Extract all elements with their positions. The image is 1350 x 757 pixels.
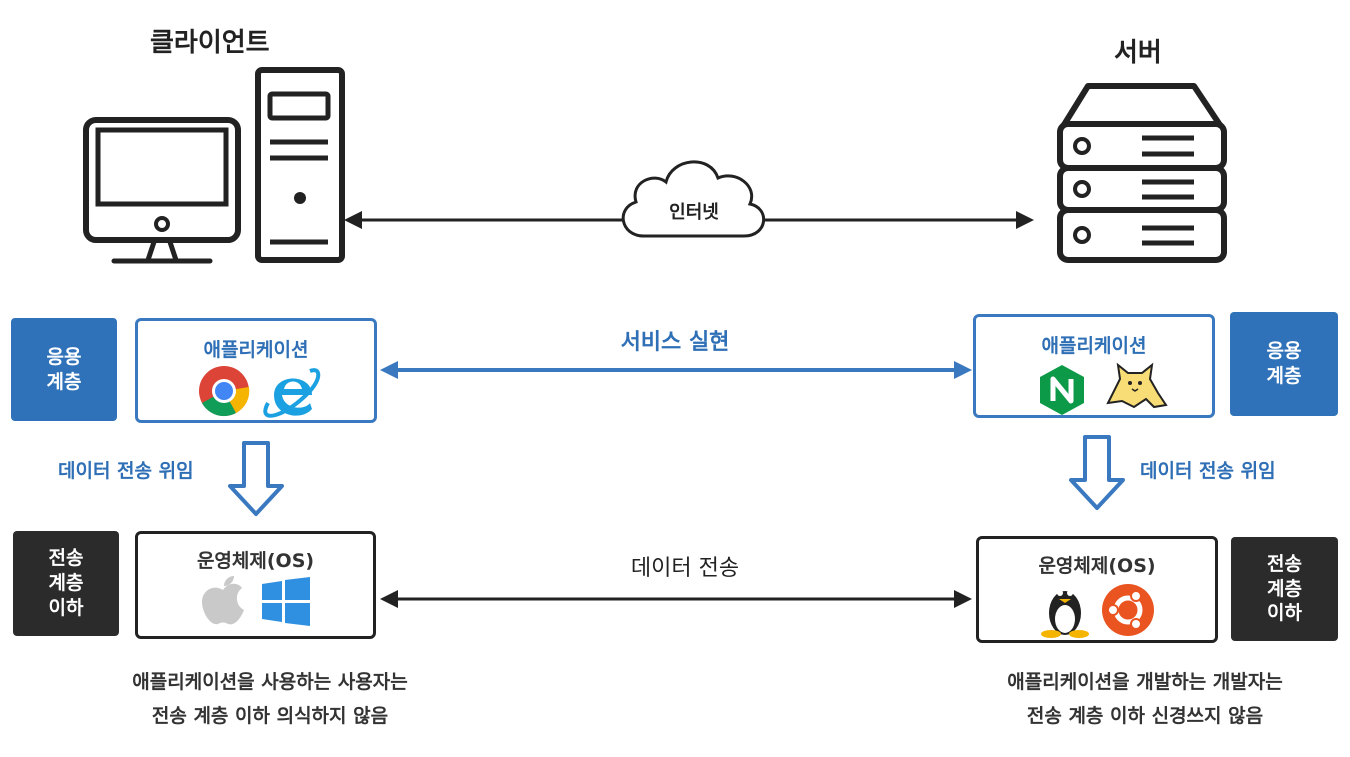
left-os-layer-tag: 전송 계층 이하 [13,531,119,636]
right-caption-line1: 애플리케이션을 개발하는 개발자는 [1007,671,1283,693]
right-app-layer-tag-text: 응용 계층 [1266,340,1302,387]
windows-icon [262,577,310,626]
left-os-box: 운영체제(OS) [135,531,376,639]
transfer-label: 데이터 전송 [630,556,740,581]
server-title: 서버 [1114,38,1162,68]
right-down-arrow [1069,435,1125,510]
right-caption-line2: 전송 계층 이하 신경쓰지 않음 [1026,705,1264,727]
left-caption-line2: 전송 계층 이하 의식하지 않음 [151,705,389,727]
left-app-box-label: 애플리케이션 [203,339,309,361]
right-os-box: 운영체제(OS) [976,536,1218,643]
right-os-layer-tag-text: 전송 계층 이하 [1267,552,1302,625]
server-rack-icon [1057,83,1227,263]
left-os-layer-tag-text: 전송 계층 이하 [48,547,84,619]
tomcat-icon [1106,362,1168,409]
right-app-box-label: 애플리케이션 [1041,335,1147,357]
left-os-box-label: 운영체제(OS) [196,550,315,572]
left-app-layer-tag: 응용 계층 [11,318,117,421]
client-title: 클라이언트 [150,28,270,58]
right-caption: 애플리케이션을 개발하는 개발자는 전송 계층 이하 신경쓰지 않음 [935,665,1350,733]
client-computer-icon [83,67,345,264]
monitor-icon [83,117,241,243]
left-down-arrow [228,441,284,516]
nginx-icon [1040,365,1084,415]
apple-icon [202,576,244,625]
left-caption-line1: 애플리케이션을 사용하는 사용자는 [132,671,408,693]
internet-label: 인터넷 [669,202,719,223]
right-os-box-label: 운영체제(OS) [1038,555,1156,577]
internet-explorer-icon [263,368,321,418]
left-caption: 애플리케이션을 사용하는 사용자는 전송 계층 이하 의식하지 않음 [60,665,480,733]
left-app-box: 애플리케이션 [135,318,377,423]
service-arrow [380,361,972,379]
linux-icon [1041,590,1089,638]
service-label: 서비스 실현 [620,330,730,355]
right-os-layer-tag: 전송 계층 이하 [1231,537,1338,641]
chrome-icon [199,366,250,417]
left-delegate-label: 데이터 전송 위임 [58,460,194,482]
right-app-layer-tag: 응용 계층 [1230,312,1338,416]
ubuntu-icon [1102,584,1154,636]
transfer-arrow [380,590,972,608]
tower-icon [255,67,345,263]
right-app-box: 애플리케이션 [973,314,1215,418]
left-app-layer-tag-text: 응용 계층 [46,345,82,393]
cloud-icon [621,160,766,238]
right-delegate-label: 데이터 전송 위임 [1140,460,1276,482]
